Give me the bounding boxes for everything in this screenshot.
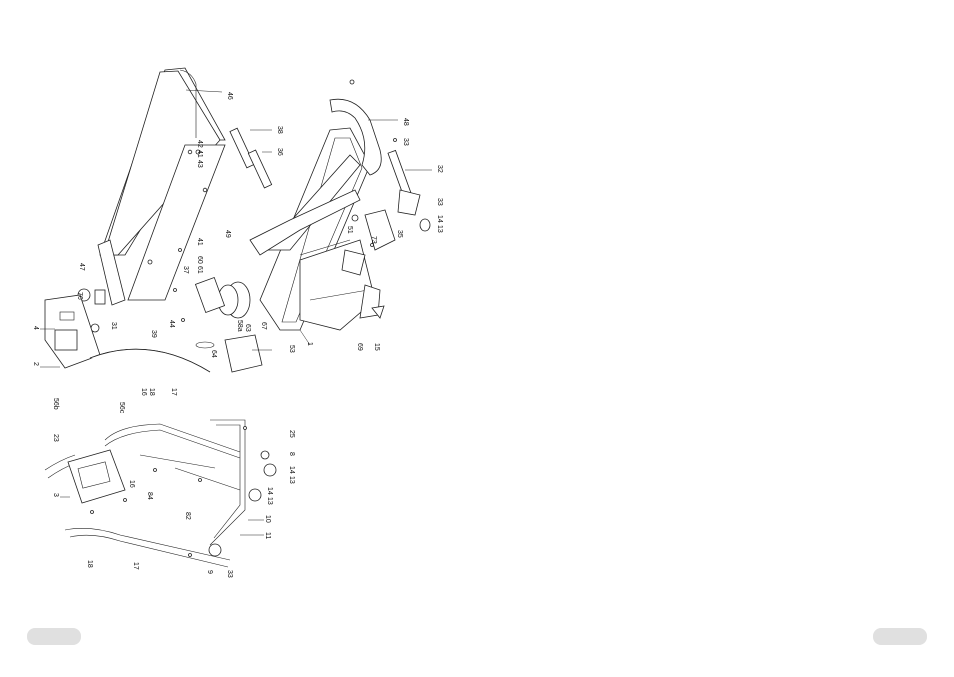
callout-11: 11 (264, 532, 271, 539)
callout-1: 1 (306, 342, 313, 346)
callout-44: 44 (168, 320, 175, 328)
callout-76: 76 (76, 292, 83, 300)
callout-43: 43 (196, 160, 203, 168)
callout-63: 63 (244, 324, 251, 332)
page-tab-left (27, 628, 81, 645)
callout-14: 14 (436, 215, 443, 223)
callout-41: 41 (196, 238, 203, 246)
callout-60: 60 (196, 256, 203, 264)
callout-67: 67 (260, 322, 267, 330)
callout-39: 39 (150, 330, 157, 338)
callout-49: 49 (224, 230, 231, 238)
callout-16: 16 (140, 388, 147, 396)
callout-17: 17 (170, 388, 177, 396)
callout-58a: 58a (236, 320, 243, 332)
callout-13: 13 (288, 476, 295, 484)
rollers (230, 128, 272, 188)
callout-31: 31 (110, 322, 117, 330)
callout-18: 18 (148, 388, 155, 396)
callout-4: 4 (32, 326, 39, 330)
callout-33: 33 (402, 138, 409, 146)
callout-14: 14 (266, 487, 273, 495)
upright-tubes (45, 349, 240, 567)
callout-13: 13 (436, 225, 443, 233)
callout-35: 35 (396, 230, 403, 238)
callout-9: 9 (206, 570, 213, 574)
callout-36: 36 (276, 148, 283, 156)
callout-56b: 56b (52, 398, 59, 410)
callout-18: 18 (86, 560, 93, 568)
callout-42: 42 (196, 140, 203, 148)
callout-84: 84 (146, 492, 153, 500)
callout-82: 82 (184, 512, 191, 520)
page-tab-right (873, 628, 927, 645)
callout-13: 13 (266, 497, 273, 505)
callout-16: 16 (128, 480, 135, 488)
callout-38: 38 (276, 126, 283, 134)
callout-61: 61 (196, 266, 203, 274)
callout-69: 69 (356, 343, 363, 351)
callout-15: 15 (373, 343, 380, 351)
callout-48: 48 (402, 118, 409, 126)
callout-56c: 56c (118, 402, 125, 414)
callout-47: 47 (78, 263, 85, 271)
handlebar-console (60, 450, 125, 503)
callout-33: 33 (226, 570, 233, 578)
callout-37: 37 (182, 266, 189, 274)
callout-3: 3 (52, 493, 59, 497)
callout-10: 10 (264, 515, 271, 523)
callout-41: 41 (196, 150, 203, 158)
callout-8: 8 (288, 452, 295, 456)
callout-25: 25 (288, 430, 295, 438)
callout-46: 46 (226, 92, 233, 100)
callout-14: 14 (288, 466, 295, 474)
callout-53: 53 (288, 345, 295, 353)
callout-64: 64 (210, 350, 217, 358)
callout-2: 2 (32, 362, 39, 366)
callout-51: 51 (346, 226, 353, 234)
callout-33: 33 (436, 198, 443, 206)
callout-73: 73 (370, 236, 377, 244)
main-frame (250, 128, 375, 345)
callout-32: 32 (436, 165, 443, 173)
console-assembly (40, 295, 100, 368)
callout-23: 23 (52, 434, 59, 442)
callout-17: 17 (132, 562, 139, 570)
